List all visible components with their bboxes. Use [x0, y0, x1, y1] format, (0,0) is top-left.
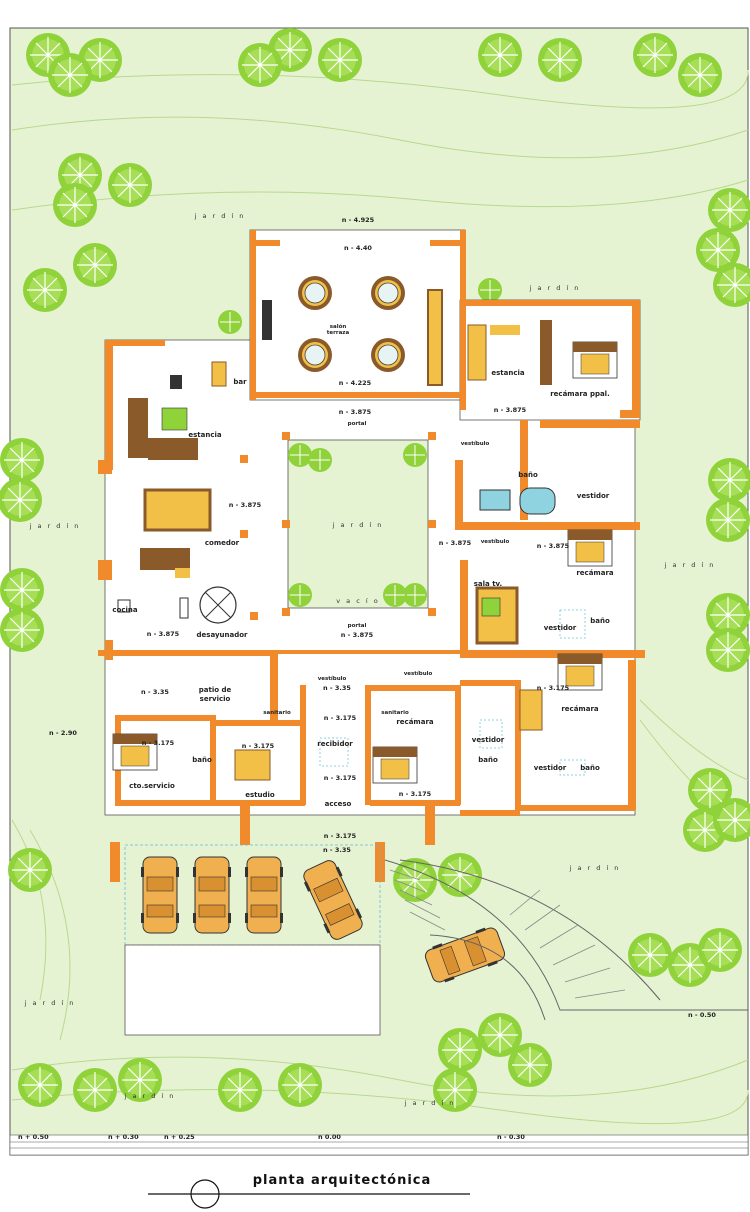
- level-3175: n - 3.175: [324, 832, 357, 840]
- label-sala-tv: sala tv.: [474, 580, 502, 588]
- level-335: n - 3.35: [323, 684, 351, 692]
- level-290: n - 2.90: [49, 729, 77, 737]
- parking-court: [124, 944, 381, 1036]
- label-jardin: j a r d í n: [664, 561, 716, 569]
- label-sanitario-1: sanitario: [263, 710, 291, 716]
- furniture: [112, 275, 618, 784]
- label-recamara-2: recámara: [561, 705, 599, 713]
- level-050: n - 0.50: [688, 1011, 716, 1019]
- label-jardin: j a r d í n: [569, 864, 621, 872]
- label-recamara-3: recámara: [396, 718, 434, 726]
- label-patio-servicio-1: patio de: [199, 686, 232, 694]
- label-vestibulo-1: vestíbulo: [461, 440, 490, 447]
- level-440: n - 4.40: [344, 244, 372, 252]
- patio-columns: [240, 432, 436, 620]
- label-patio-servicio-2: servicio: [200, 695, 231, 703]
- label-recibidor: recibidor: [317, 740, 353, 748]
- label-recamara-ppal: recámara ppal.: [550, 390, 610, 398]
- level-000: n 0.00: [318, 1133, 341, 1141]
- level-3175: n - 3.175: [242, 742, 275, 750]
- label-bar: bar: [233, 378, 247, 386]
- jardin-labels: j a r d í n j a r d í n j a r d í n j a …: [24, 212, 716, 1107]
- label-jardin: j a r d í n: [529, 284, 581, 292]
- label-vestidor-4: vestidor: [534, 764, 567, 772]
- level-3175: n - 3.175: [324, 714, 357, 722]
- label-portal-top: portal: [348, 421, 367, 427]
- level-3875: n - 3.875: [229, 501, 262, 509]
- label-jardin: j a r d í n: [124, 1092, 176, 1100]
- level-labels: n - 4.925 n - 4.40 n - 4.225 n - 3.875 n…: [18, 216, 716, 1141]
- level-335: n - 3.35: [323, 846, 351, 854]
- contour-lines-side: [11, 699, 749, 1041]
- label-estancia-left: estancia: [188, 431, 222, 439]
- level-3875: n - 3.875: [341, 631, 374, 639]
- label-jardin: j a r d í n: [404, 1099, 456, 1107]
- walls: [98, 230, 645, 882]
- level-4925: n - 4.925: [342, 216, 375, 224]
- label-bano-5: baño: [580, 764, 600, 772]
- level-3175: n - 3.175: [537, 684, 570, 692]
- label-vestidor-3: vestidor: [472, 736, 505, 744]
- label-vestibulo-3: vestíbulo: [318, 675, 347, 682]
- level-plus-025: n + 0.25: [164, 1133, 195, 1141]
- level-plus-030: n + 0.30: [108, 1133, 139, 1141]
- label-jardin: j a r d í n: [29, 522, 81, 530]
- level-3875: n - 3.875: [494, 406, 527, 414]
- label-bano-3: baño: [478, 756, 498, 764]
- contour-lines: [11, 69, 749, 1125]
- level-030: n - 0.30: [497, 1133, 525, 1141]
- label-estudio: estudio: [245, 791, 275, 799]
- label-bano-2: baño: [590, 617, 610, 625]
- road: [9, 1141, 749, 1149]
- label-jardin: j a r d í n: [194, 212, 246, 220]
- label-portal-bottom: portal: [348, 623, 367, 629]
- level-3875: n - 3.875: [339, 408, 372, 416]
- label-acceso: acceso: [325, 800, 352, 808]
- level-3875: n - 3.875: [537, 542, 570, 550]
- label-recamara-1: recámara: [576, 569, 614, 577]
- label-comedor: comedor: [205, 539, 240, 547]
- label-jardin: j a r d í n: [24, 999, 76, 1007]
- label-vestidor-1: vestidor: [577, 492, 610, 500]
- label-vestibulo-4: vestíbulo: [404, 670, 433, 677]
- level-3175: n - 3.175: [324, 774, 357, 782]
- level-3875: n - 3.875: [147, 630, 180, 638]
- label-vestibulo-2: vestíbulo: [481, 538, 510, 545]
- label-jardin-patio: j a r d í n: [332, 521, 384, 529]
- level-335: n - 3.35: [141, 688, 169, 696]
- label-bano-1: baño: [518, 471, 538, 479]
- plan-title: planta arquitectónica: [253, 1173, 432, 1188]
- label-bano-4: baño: [192, 756, 212, 764]
- label-estancia-right: estancia: [491, 369, 525, 377]
- label-desayunador: desayunador: [197, 631, 249, 639]
- title-block: planta arquitectónica: [148, 1173, 470, 1209]
- level-plus-050: n + 0.50: [18, 1133, 49, 1141]
- label-cocina: cocina: [112, 606, 137, 614]
- driveway: [384, 859, 748, 1021]
- label-sanitario-2: sanitario: [381, 710, 409, 716]
- label-cto-servicio: cto.servicio: [129, 782, 175, 790]
- label-vacio: v a c í o: [336, 597, 379, 605]
- driveway-hatch: [389, 869, 626, 999]
- level-3175: n - 3.175: [399, 790, 432, 798]
- label-vestidor-2: vestidor: [544, 624, 577, 632]
- level-4225: n - 4.225: [339, 379, 372, 387]
- level-3175: n - 3.175: [142, 739, 175, 747]
- level-3875: n - 3.875: [439, 539, 472, 547]
